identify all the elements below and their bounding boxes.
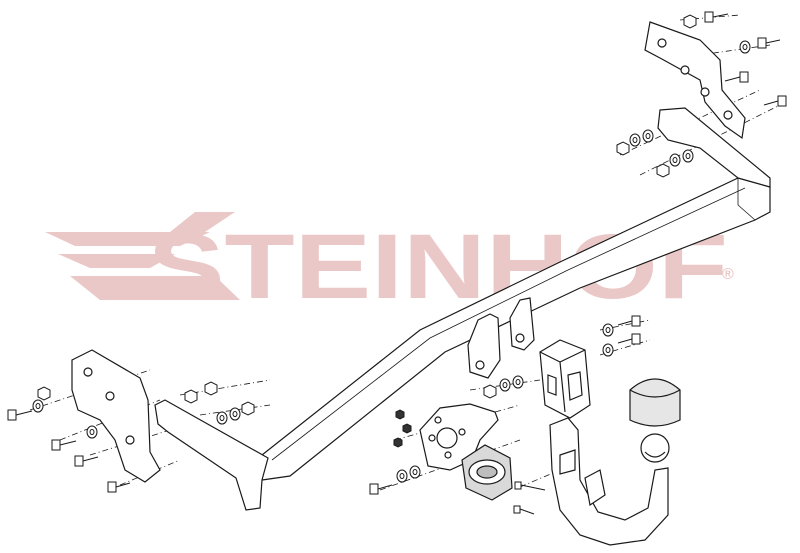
bolt-icon: [51, 439, 77, 451]
registered-mark: ®: [722, 266, 734, 283]
washer-icon: [216, 411, 228, 425]
bolt-icon: [724, 71, 749, 83]
washer-icon: [396, 469, 408, 483]
nut-icon: [184, 389, 198, 404]
nut-icon: [483, 384, 497, 399]
bolt-icon: [107, 481, 131, 493]
steinhof-swoosh-icon: [45, 212, 240, 300]
main-crossbar: [154, 107, 771, 511]
washer-icon: [86, 425, 98, 439]
washer-icon: [512, 375, 524, 389]
washer-icon: [629, 133, 641, 147]
left-mounting-plate: [154, 399, 269, 511]
washer-icon: [602, 343, 614, 357]
washer-icon: [229, 407, 241, 421]
left-side-bracket: [71, 349, 161, 483]
socket-icon: [461, 444, 513, 501]
right-mounting-plate: [657, 107, 771, 188]
bolt-icon: [369, 483, 393, 495]
washer-icon: [669, 153, 681, 167]
nut-icon: [37, 386, 51, 401]
nut-icon: [393, 437, 403, 448]
bolt-icon: [757, 37, 781, 49]
nut-icon: [616, 141, 630, 156]
washer-icon: [32, 399, 44, 413]
bolt-icon: [617, 333, 641, 345]
washer-icon: [739, 40, 751, 54]
washer-icon: [602, 323, 614, 337]
tow-ball-cover: [629, 378, 681, 427]
nut-icon: [395, 409, 405, 420]
socket-mounting-plate: [419, 403, 499, 471]
washer-icon: [682, 149, 694, 163]
bolt-icon: [763, 95, 787, 107]
bolt-icon: [617, 315, 641, 327]
bolt-icon: [513, 505, 535, 515]
bolt-icon: [7, 409, 33, 421]
bolt-icon: [514, 481, 546, 491]
nut-icon: [656, 163, 670, 178]
tow-ball-neck: [549, 417, 669, 546]
crossbar-tube: [261, 177, 771, 481]
nut-icon: [402, 423, 412, 434]
nut-icon: [204, 381, 218, 396]
right-side-bracket: [644, 21, 746, 140]
ball-holder-mount-block: [539, 339, 591, 419]
nut-icon: [683, 14, 697, 29]
washer-icon: [499, 378, 511, 392]
bolt-icon: [74, 455, 99, 467]
washer-icon: [642, 129, 654, 143]
washer-icon: [409, 465, 421, 479]
center-bracket-tab-left: [467, 313, 501, 379]
bolt-icon: [704, 11, 729, 23]
nut-icon: [241, 401, 255, 416]
tow-ball-icon: [640, 433, 670, 463]
